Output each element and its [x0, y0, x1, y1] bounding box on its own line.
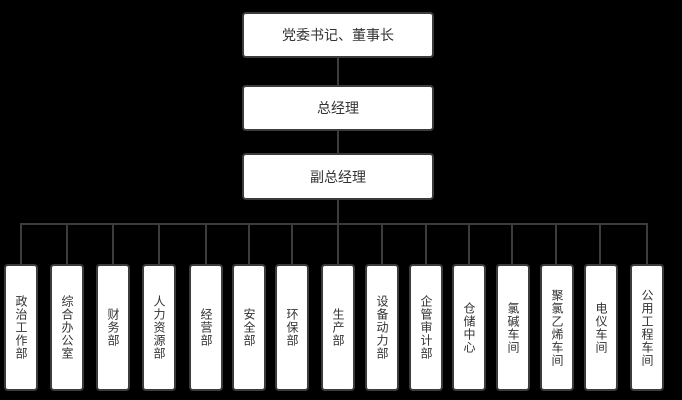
connector-dept-13 [555, 223, 557, 265]
connector-dept-10 [425, 223, 427, 265]
dept-label: 综合办公室 [60, 295, 74, 360]
connector-dept-9 [381, 223, 383, 265]
connector-dept-11 [468, 223, 470, 265]
connector-horizontal-bus [20, 223, 648, 225]
dept-equipment-power: 设备动力部 [365, 264, 399, 391]
connector-dept-6 [248, 223, 250, 265]
dept-safety: 安全部 [232, 264, 266, 391]
dept-finance: 财务部 [96, 264, 130, 391]
connector-dept-14 [599, 223, 601, 265]
dept-political-work: 政治工作部 [4, 264, 38, 391]
connector-chairman-to-gm [337, 57, 339, 86]
dept-label: 聚氯乙烯车间 [550, 288, 564, 367]
connector-dept-2 [66, 223, 68, 265]
dept-environmental: 环保部 [275, 264, 309, 391]
connector-deputy-to-bus [337, 199, 339, 224]
dept-label: 政治工作部 [14, 295, 28, 360]
connector-dept-3 [112, 223, 114, 265]
dept-business: 经营部 [189, 264, 223, 391]
dept-label: 氯碱车间 [506, 301, 520, 354]
dept-management-audit: 企管审计部 [409, 264, 443, 391]
dept-pvc-workshop: 聚氯乙烯车间 [540, 264, 574, 391]
dept-electrical-instrument-workshop: 电仪车间 [584, 264, 618, 391]
node-label: 党委书记、董事长 [282, 28, 394, 44]
connector-gm-to-deputy [337, 130, 339, 154]
connector-dept-8 [337, 223, 339, 265]
dept-general-office: 综合办公室 [50, 264, 84, 391]
dept-label: 公用工程车间 [640, 288, 654, 367]
connector-dept-12 [511, 223, 513, 265]
dept-label: 企管审计部 [419, 295, 433, 360]
connector-dept-7 [291, 223, 293, 265]
dept-human-resources: 人力资源部 [142, 264, 176, 391]
node-deputy-general-manager: 副总经理 [242, 153, 434, 200]
dept-label: 电仪车间 [594, 301, 608, 354]
dept-utilities-workshop: 公用工程车间 [630, 264, 664, 391]
dept-storage-center: 仓储中心 [452, 264, 486, 391]
connector-dept-5 [205, 223, 207, 265]
dept-label: 仓储中心 [462, 301, 476, 354]
connector-dept-4 [158, 223, 160, 265]
dept-label: 设备动力部 [375, 295, 389, 360]
node-label: 总经理 [317, 101, 359, 117]
node-label: 副总经理 [310, 169, 366, 186]
node-party-secretary-chairman: 党委书记、董事长 [242, 12, 434, 58]
dept-production: 生产部 [321, 264, 355, 391]
connector-dept-1 [20, 223, 22, 265]
dept-label: 环保部 [285, 308, 299, 347]
node-general-manager: 总经理 [242, 85, 434, 131]
dept-label: 安全部 [242, 308, 256, 347]
dept-label: 生产部 [331, 308, 345, 347]
dept-label: 财务部 [106, 308, 120, 347]
connector-dept-15 [646, 223, 648, 265]
dept-label: 经营部 [199, 308, 213, 347]
dept-chlor-alkali-workshop: 氯碱车间 [496, 264, 530, 391]
dept-label: 人力资源部 [152, 295, 166, 360]
